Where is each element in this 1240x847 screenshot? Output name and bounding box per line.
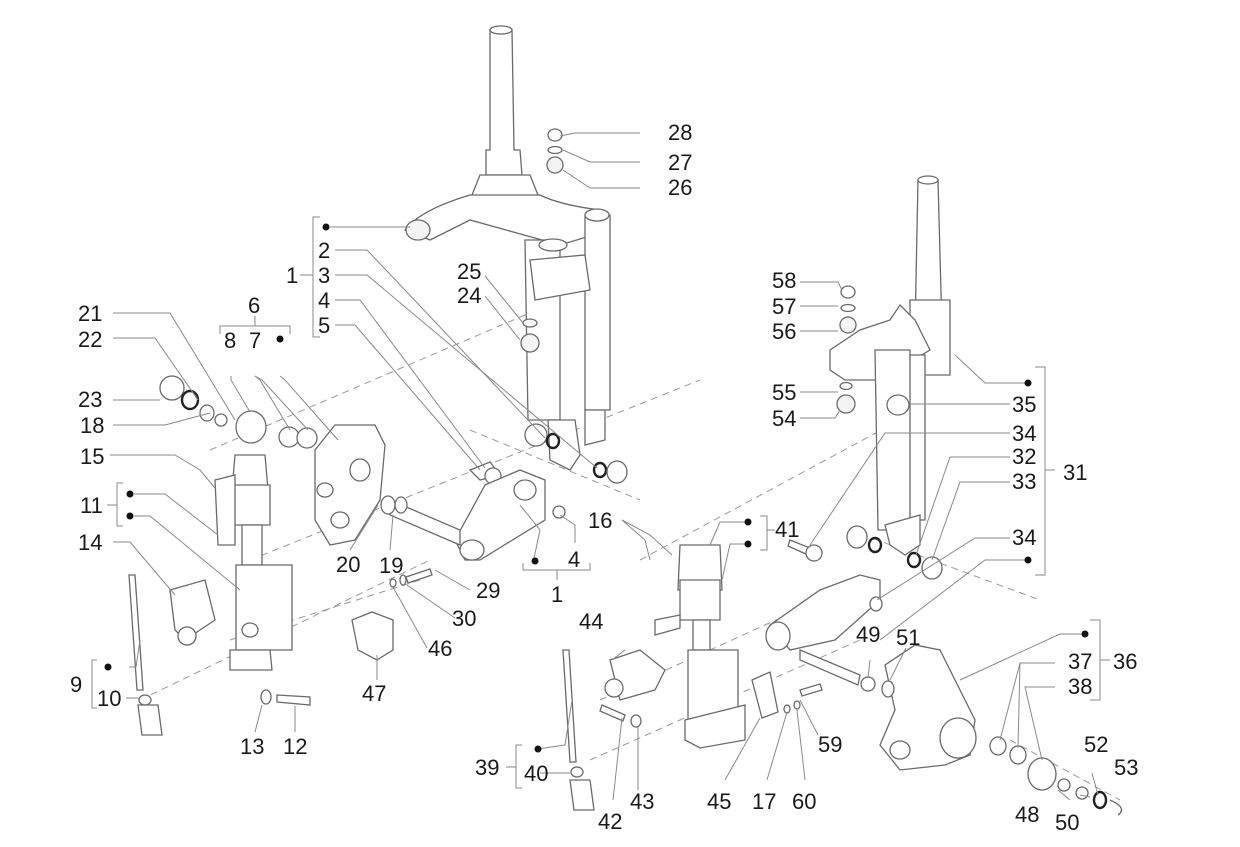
callout-43: 43 (630, 789, 654, 814)
callout-53: 53 (1114, 755, 1138, 780)
callout-33: 33 (1012, 469, 1036, 494)
callout-28: 28 (668, 120, 692, 145)
right-hub (879, 644, 977, 771)
callout-24: 24 (457, 283, 481, 308)
callout-30: 30 (452, 606, 476, 631)
callout-4-lower: 4 (568, 547, 580, 572)
right-tie-rod (562, 649, 642, 811)
callout-2: 2 (318, 238, 330, 263)
right-shock-absorber (654, 544, 746, 749)
callout-labels: 1 2 3 4 5 6 7 8 9 10 11 12 13 14 15 16 1… (70, 120, 1138, 835)
callout-8: 8 (224, 328, 236, 353)
group-dots (104, 223, 1089, 753)
callout-1: 1 (286, 263, 298, 288)
right-hydraulic-block (604, 649, 823, 719)
callout-58: 58 (772, 268, 796, 293)
callout-32: 32 (1012, 444, 1036, 469)
left-swing-arm (380, 461, 566, 561)
callout-45: 45 (707, 789, 731, 814)
callout-59: 59 (818, 732, 842, 757)
left-steering-column (403, 25, 611, 471)
left-tie-rod (128, 574, 163, 736)
callout-57: 57 (772, 294, 796, 319)
callout-55: 55 (772, 380, 796, 405)
callout-49: 49 (856, 622, 880, 647)
callout-12: 12 (283, 734, 307, 759)
group-brackets (91, 216, 1110, 789)
callout-39: 39 (475, 755, 499, 780)
callout-27: 27 (668, 150, 692, 175)
callout-37: 37 (1068, 649, 1092, 674)
callout-36: 36 (1113, 649, 1137, 674)
callout-13: 13 (240, 734, 264, 759)
callout-14: 14 (78, 530, 102, 555)
callout-44: 44 (579, 609, 603, 634)
callout-18: 18 (80, 413, 104, 438)
top-hardware (520, 128, 564, 353)
callout-40: 40 (524, 761, 548, 786)
callout-42: 42 (598, 809, 622, 834)
callout-51: 51 (896, 625, 920, 650)
callout-60: 60 (792, 789, 816, 814)
callout-35: 35 (1012, 392, 1036, 417)
right-steering-column (829, 175, 951, 556)
center-bolts (260, 568, 433, 706)
left-column-seals (524, 423, 628, 484)
callout-38: 38 (1068, 674, 1092, 699)
callout-1-lower: 1 (551, 582, 563, 607)
callout-9: 9 (70, 672, 82, 697)
callout-10: 10 (97, 686, 121, 711)
callout-46: 46 (428, 636, 452, 661)
right-top-hardware (836, 285, 857, 414)
right-column-seals (846, 525, 943, 580)
leader-lines (110, 132, 1099, 801)
callout-25: 25 (457, 259, 481, 284)
callout-17: 17 (752, 789, 776, 814)
callout-52: 52 (1084, 732, 1108, 757)
left-shock-absorber (214, 454, 293, 671)
callout-47: 47 (362, 681, 386, 706)
right-hub-rings (989, 736, 1123, 816)
callout-16: 16 (588, 508, 612, 533)
callout-34-upper: 34 (1012, 421, 1036, 446)
callout-31: 31 (1063, 460, 1087, 485)
left-bushings (159, 375, 318, 449)
left-hydraulic-block (169, 579, 216, 646)
callout-26: 26 (668, 175, 692, 200)
callout-22: 22 (78, 327, 102, 352)
callout-56: 56 (772, 319, 796, 344)
callout-34-lower: 34 (1012, 525, 1036, 550)
callout-4: 4 (318, 288, 330, 313)
callout-19: 19 (379, 553, 403, 578)
callout-54: 54 (772, 406, 796, 431)
callout-15: 15 (80, 444, 104, 469)
callout-41: 41 (775, 517, 799, 542)
callout-29: 29 (476, 578, 500, 603)
callout-6: 6 (248, 293, 260, 318)
callout-7: 7 (249, 328, 261, 353)
callout-5: 5 (318, 313, 330, 338)
callout-50: 50 (1055, 810, 1079, 835)
callout-23: 23 (78, 387, 102, 412)
right-swing-arm (765, 539, 883, 692)
callout-48: 48 (1015, 802, 1039, 827)
callout-11: 11 (80, 493, 103, 518)
callout-21: 21 (78, 301, 102, 326)
callout-20: 20 (336, 552, 360, 577)
left-caliper-bracket (314, 424, 386, 546)
callout-3: 3 (318, 263, 330, 288)
